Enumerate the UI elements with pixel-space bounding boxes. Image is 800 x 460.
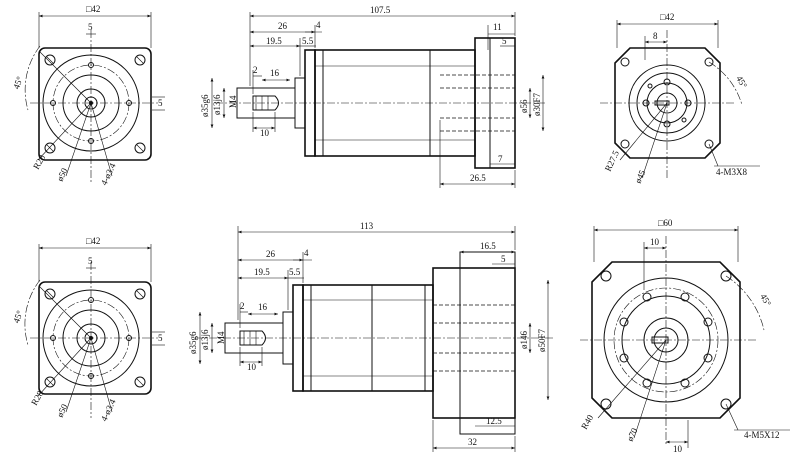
dim-angle: 45°	[758, 292, 773, 308]
top-side-view: 107.5 26 4 19.5 5.5 11 5 2 16 10 7 26.5	[200, 5, 545, 188]
dim-26-5: 26.5	[470, 173, 486, 183]
dim-d70: ø70	[625, 426, 640, 443]
dim-16: 16	[270, 68, 280, 78]
dim-r-ring: R27.5	[603, 148, 621, 172]
dim-4: 4	[316, 20, 321, 30]
dim-26: 26	[266, 249, 276, 259]
dim-offset: 10	[650, 237, 660, 247]
dim-d146: ø146	[519, 331, 529, 350]
dim-19-5: 19.5	[254, 267, 270, 277]
dim-r28: R28	[29, 389, 45, 407]
dim-offset: 5	[88, 22, 93, 32]
dim-2: 2	[240, 301, 245, 311]
dim-square: □42	[660, 12, 674, 22]
dim-d35: ø35g6	[200, 94, 210, 117]
dim-19-5: 19.5	[266, 36, 282, 46]
dim-offset: 5	[88, 256, 93, 266]
dim-2: 2	[253, 65, 258, 75]
dim-angle: 45°	[734, 74, 749, 90]
dim-5-5: 5.5	[302, 36, 314, 46]
dim-d45: ø45	[633, 168, 648, 185]
dim-d50: ø50	[55, 166, 70, 183]
bottom-side-view: 113 26 4 19.5 5.5 16.5 5 2 16 10 12.5 32	[188, 221, 555, 452]
dim-offset-bottom: 10	[673, 444, 683, 454]
dim-12-5: 12.5	[486, 416, 502, 426]
dim-16: 16	[258, 302, 268, 312]
dim-holes: 4-ø3.4	[99, 161, 118, 187]
dim-d13: ø13j6	[200, 329, 210, 350]
dim-side: 5	[158, 333, 163, 343]
dim-r-ring: R40	[579, 413, 595, 431]
dim-d13: ø13j6	[212, 94, 222, 115]
dim-d50: ø50	[55, 402, 70, 419]
dim-m4: M4	[228, 95, 238, 108]
dim-5-5: 5.5	[289, 267, 301, 277]
dim-holes: 4-ø3.4	[99, 397, 118, 423]
dim-5: 5	[501, 254, 506, 264]
bottom-left-flange-view: □42 5 5 45° R28 ø50 4-ø3.4	[11, 236, 165, 423]
dim-d30: ø30F7	[532, 92, 542, 116]
dim-7: 7	[498, 154, 503, 164]
dim-d35: ø35g6	[188, 331, 198, 354]
dim-r28: R28	[31, 153, 47, 171]
dim-32: 32	[468, 437, 477, 447]
dim-screws: 4-M5X12	[744, 430, 780, 440]
dim-square: □60	[658, 218, 673, 228]
dim-screws: 4-M3X8	[716, 167, 747, 177]
dim-square: □42	[86, 236, 100, 246]
dim-5: 5	[502, 36, 507, 46]
dim-d50: ø50F7	[537, 328, 547, 352]
dim-square: □42	[86, 4, 100, 14]
dim-26: 26	[278, 21, 288, 31]
dim-10: 10	[260, 128, 270, 138]
dim-11: 11	[493, 22, 502, 32]
dim-total-length: 107.5	[370, 5, 391, 15]
dim-angle: 45°	[11, 75, 25, 91]
dim-4: 4	[304, 248, 309, 258]
dim-side: 5	[158, 98, 163, 108]
dim-m4: M4	[216, 331, 226, 344]
dim-10: 10	[247, 362, 257, 372]
dim-total-length: 113	[360, 221, 374, 231]
dim-offset: 8	[653, 31, 658, 41]
top-right-motor-view: □42 8 45° R27.5 ø45 4-M3X8	[600, 12, 760, 185]
dim-16-5: 16.5	[480, 241, 496, 251]
dim-d56: ø56	[519, 99, 529, 113]
bottom-right-motor-view: □60 10 45° R40 ø70 4-M5X12 10	[579, 218, 790, 454]
dim-angle: 45°	[11, 309, 25, 325]
top-left-flange-view: □42 5 5 45° R28 ø50 4-ø3.4	[11, 4, 165, 187]
